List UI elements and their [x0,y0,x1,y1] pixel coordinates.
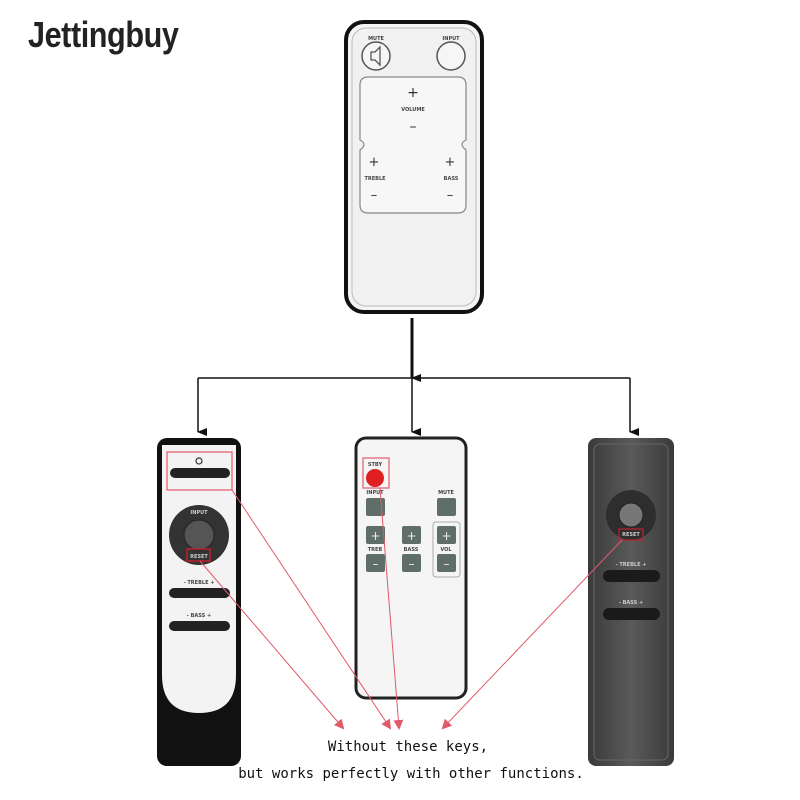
mute-icon [370,45,381,67]
input-button[interactable] [436,41,466,71]
input-button[interactable] [366,498,385,516]
vol-up-button[interactable] [437,526,456,544]
input-label: INPUT [366,490,384,496]
power-icon [195,457,203,465]
bass-up-button[interactable]: + [445,155,456,170]
plus-glyph: + [370,529,380,543]
mute-label: MUTE [368,36,384,42]
bass-label: - BASS + [187,613,211,619]
input-label: INPUT [190,510,208,516]
treb-label: TREB [368,547,383,553]
volume-label: VOLUME [401,107,425,113]
highlight-box [362,457,390,489]
bass-rocker[interactable] [169,621,230,631]
minus-glyph: – [409,557,415,571]
note-line-2: but works perfectly with other functions… [238,766,584,782]
pointer-lines [199,487,623,730]
power-button[interactable] [170,468,230,478]
note-line-1: Without these keys, [328,739,488,755]
treble-down-button[interactable] [366,554,385,572]
volume-down-button[interactable]: – [410,119,417,135]
bass-label: - BASS + [619,600,643,606]
bass-rocker[interactable] [603,608,660,620]
left-remote: INPUT RESET - TREBLE + - BASS + [157,438,241,766]
input-label: INPUT [442,36,460,42]
treble-label: - TREBLE + [184,580,215,586]
bass-down-button[interactable] [402,554,421,572]
reset-label: RESET [190,554,208,560]
plus-glyph: + [441,529,451,543]
mute-label: MUTE [438,490,454,496]
highlight-box [618,528,644,541]
minus-glyph: – [444,557,450,571]
highlight-box [166,451,233,491]
minus-glyph: – [373,557,379,571]
stby-label: STBY [368,462,383,468]
volume-up-button[interactable]: + [407,85,419,101]
brand-logo: Jettingbuy [28,14,179,55]
treble-up-button[interactable]: + [369,155,380,170]
stby-button[interactable] [366,469,384,487]
bass-down-button[interactable]: – [447,188,454,203]
plus-glyph: + [406,529,416,543]
connector-arrows [197,318,639,436]
treble-up-button[interactable] [366,526,385,544]
top-remote: MUTE INPUT + VOLUME – + TREBLE – + BASS … [344,20,484,314]
treble-label: TREBLE [364,176,386,182]
right-remote: RESET - TREBLE + - BASS + [588,438,674,766]
treble-label: - TREBLE + [616,562,647,568]
middle-remote: STBY INPUT MUTE + + + – – – TREB BASS VO… [354,436,468,700]
treble-rocker[interactable] [603,570,660,582]
reset-label: RESET [622,532,640,538]
highlight-box [186,548,211,562]
treble-down-button[interactable]: – [371,188,378,203]
bass-label: BASS [404,547,419,553]
mute-button[interactable] [437,498,456,516]
vol-down-button[interactable] [437,554,456,572]
vol-label: VOL [440,547,452,553]
mute-button[interactable] [361,41,391,71]
bass-up-button[interactable] [402,526,421,544]
treble-rocker[interactable] [169,588,230,598]
bass-label: BASS [444,176,459,182]
